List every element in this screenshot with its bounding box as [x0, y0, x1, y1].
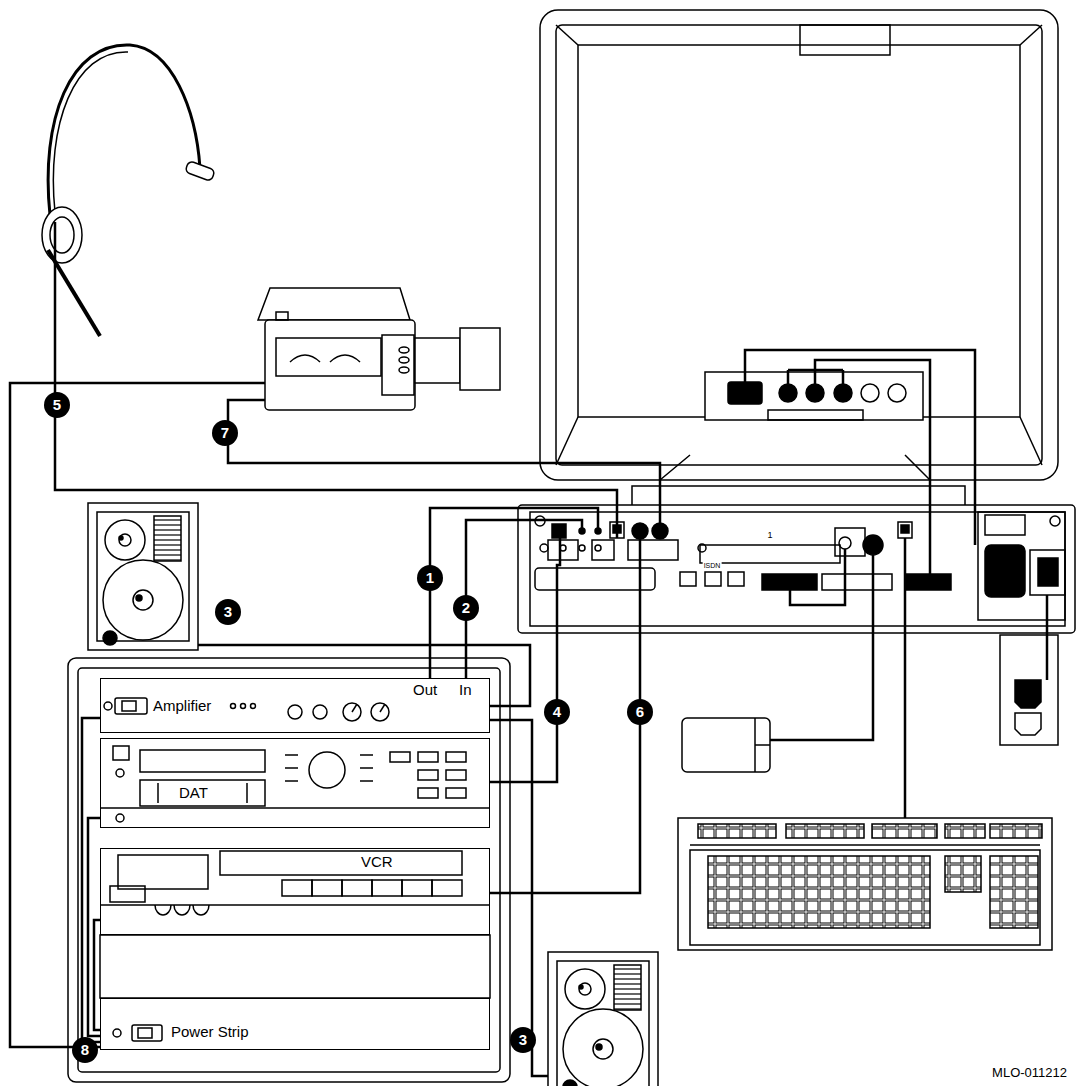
callout-number: 3: [510, 1027, 536, 1053]
unit-name: VCR: [361, 854, 393, 871]
monitor: [540, 10, 1058, 514]
headset: [42, 45, 215, 336]
callout-number: 8: [72, 1037, 98, 1063]
speaker: [88, 503, 198, 650]
power-cable: [88, 818, 100, 1036]
power-cable: [82, 718, 100, 1042]
equipment-rack: [68, 658, 510, 1082]
wall-outlet: [1000, 635, 1058, 745]
camcorder: [258, 288, 500, 410]
unit-name: DAT: [179, 785, 208, 802]
unit-name: Power Strip: [171, 1024, 249, 1041]
callout-number: 4: [544, 699, 570, 725]
amplifier-unit: Amplifier Out In: [100, 678, 490, 733]
callout-number: 2: [453, 595, 479, 621]
callout-number: 5: [44, 392, 70, 418]
cable: [10, 222, 1047, 1076]
slot-number: 1: [766, 531, 773, 541]
mouse: [682, 718, 770, 772]
port-label: In: [459, 682, 472, 699]
dat-unit: DAT: [100, 738, 490, 828]
keyboard: [678, 818, 1052, 950]
callout-number: 3: [215, 599, 241, 625]
port-label: Out: [413, 682, 437, 699]
callout-number: 7: [212, 420, 238, 446]
speaker: [548, 952, 658, 1086]
vcr-unit: VCR: [100, 848, 490, 935]
callout-number: 1: [417, 565, 443, 591]
power-strip-unit: Power Strip: [100, 998, 490, 1050]
system-unit: [518, 505, 1075, 633]
unit-name: Amplifier: [153, 698, 211, 715]
port-label: ISDN: [703, 562, 722, 570]
callout-number: 6: [627, 699, 653, 725]
figure-id: MLO-011212: [991, 1066, 1068, 1080]
